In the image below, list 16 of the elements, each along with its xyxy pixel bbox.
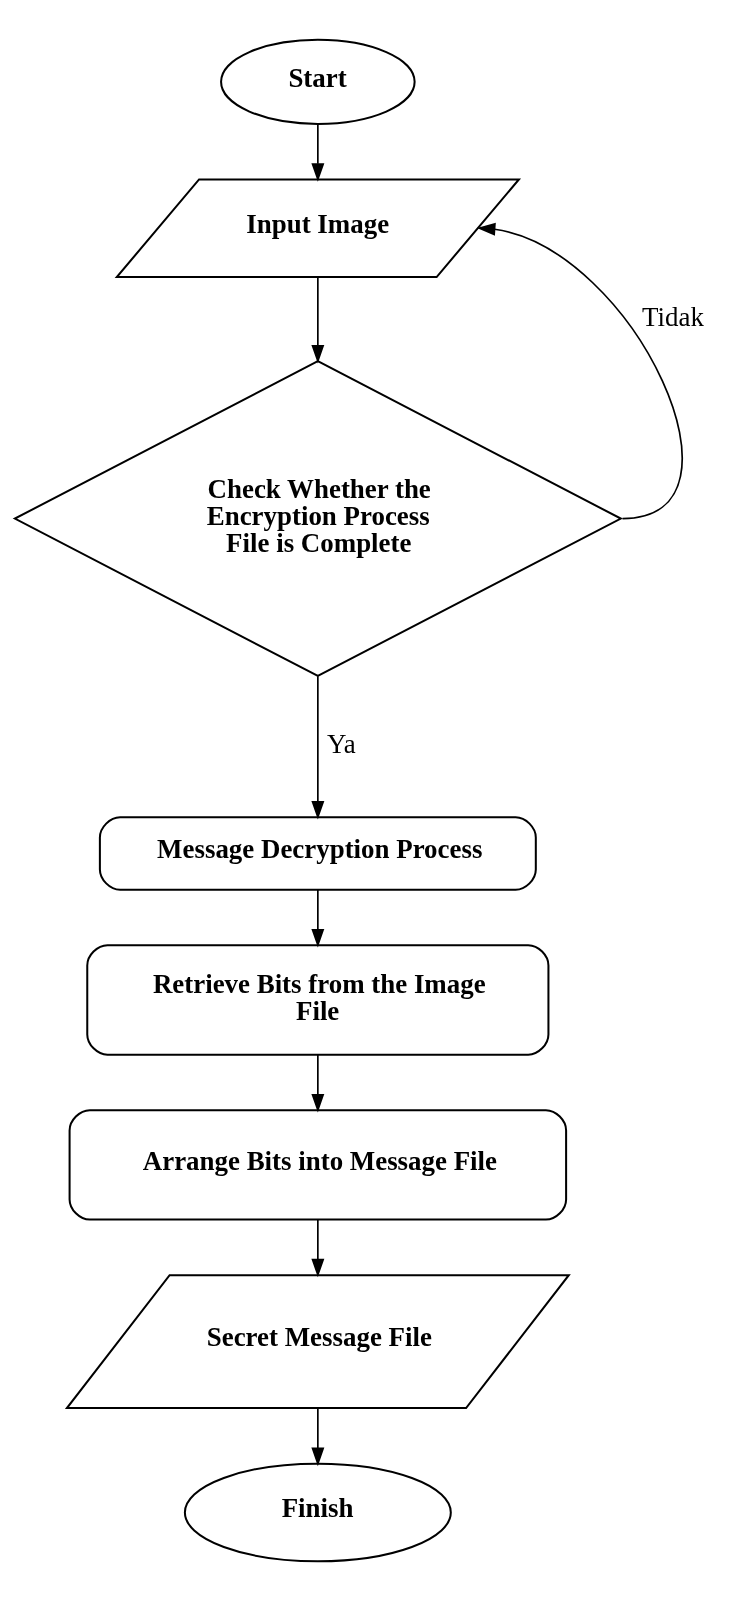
node-ellipse: Finish [183,1462,452,1562]
node-ellipse: Start [220,38,416,125]
arrow [311,1053,325,1112]
arrow [311,888,325,947]
node-box: Message Decryption Process [98,815,537,891]
edge-label: Tidak [642,301,704,332]
node-box: Retrieve Bits from the Image File [86,943,550,1056]
node-diamond: Check Whether the Encryption Process File is Complete [12,359,623,677]
arrow [311,1407,325,1466]
arrow [311,675,325,820]
node-box: Arrange Bits into Message File [68,1108,568,1221]
arrow [476,222,683,519]
edge-label: Ya [327,728,356,759]
arrow [311,122,325,182]
arrow [311,1218,325,1277]
arrow [311,275,325,363]
